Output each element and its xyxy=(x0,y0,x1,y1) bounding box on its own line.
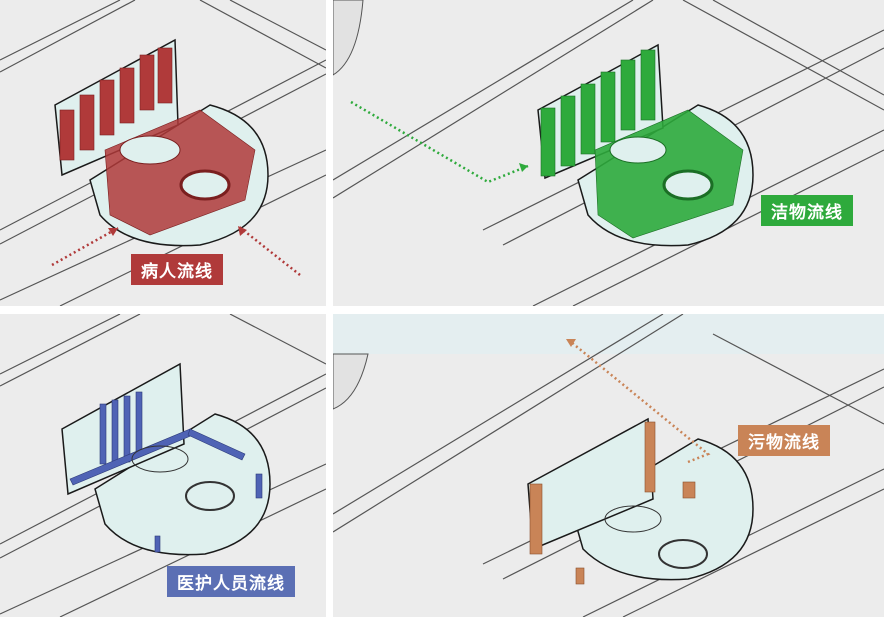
clean-flow-panel xyxy=(333,0,884,306)
clean-flow-label: 洁物流线 xyxy=(761,195,853,226)
dirty-flow-drawing xyxy=(333,314,884,617)
patient-flow-panel xyxy=(0,0,326,306)
dirty-flow-panel xyxy=(333,314,884,617)
patient-flow-label: 病人流线 xyxy=(131,254,223,285)
patient-flow-drawing xyxy=(0,0,326,306)
staff-flow-label: 医护人员流线 xyxy=(167,566,295,597)
clean-flow-drawing xyxy=(333,0,884,306)
dirty-flow-label: 污物流线 xyxy=(738,425,830,456)
